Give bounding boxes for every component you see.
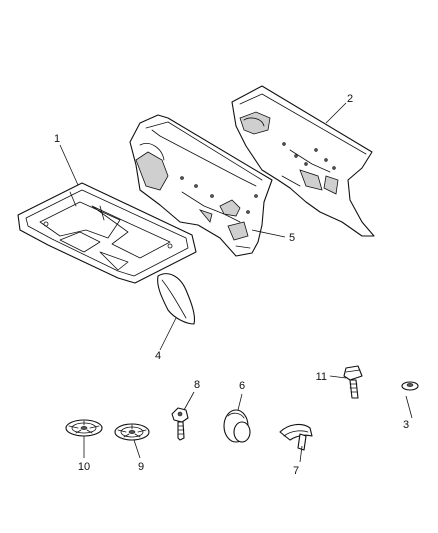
leader-6	[237, 393, 243, 411]
part-8-screw	[171, 407, 189, 441]
leader-11	[329, 375, 347, 379]
part-6-grommet	[223, 409, 251, 443]
callout-5: 5	[289, 232, 295, 244]
callout-3: 3	[403, 419, 409, 431]
callout-labels: 1 2 3 4 5 6 7 8 9 10 11	[54, 93, 409, 477]
callout-10: 10	[78, 461, 90, 473]
part-7-clip	[279, 423, 313, 451]
leader-lines	[59, 102, 413, 463]
callout-9: 9	[138, 461, 144, 473]
part-2-dash-insulator-outer	[231, 85, 375, 237]
part-3-nut	[401, 381, 419, 391]
leader-3	[405, 395, 413, 419]
leader-4	[159, 317, 177, 351]
callout-8: 8	[194, 379, 200, 391]
callout-7: 7	[293, 465, 299, 477]
leader-5	[251, 229, 286, 238]
callout-1: 1	[54, 133, 60, 145]
callout-6: 6	[239, 380, 245, 392]
callout-4: 4	[155, 350, 161, 362]
part-1-hood-silencer	[17, 182, 197, 284]
leader-9	[133, 439, 141, 459]
part-11-bolt	[343, 365, 363, 399]
part-9-retainer	[114, 423, 150, 441]
part-4-wedge-pad	[157, 273, 196, 325]
callout-2: 2	[347, 93, 353, 105]
callout-11: 11	[316, 371, 327, 383]
leader-8	[183, 391, 195, 411]
leader-1	[59, 144, 79, 186]
part-5-dash-insulator	[129, 114, 273, 257]
part-10-retainer	[65, 419, 103, 437]
leader-2	[325, 102, 347, 124]
leader-7	[299, 445, 303, 463]
